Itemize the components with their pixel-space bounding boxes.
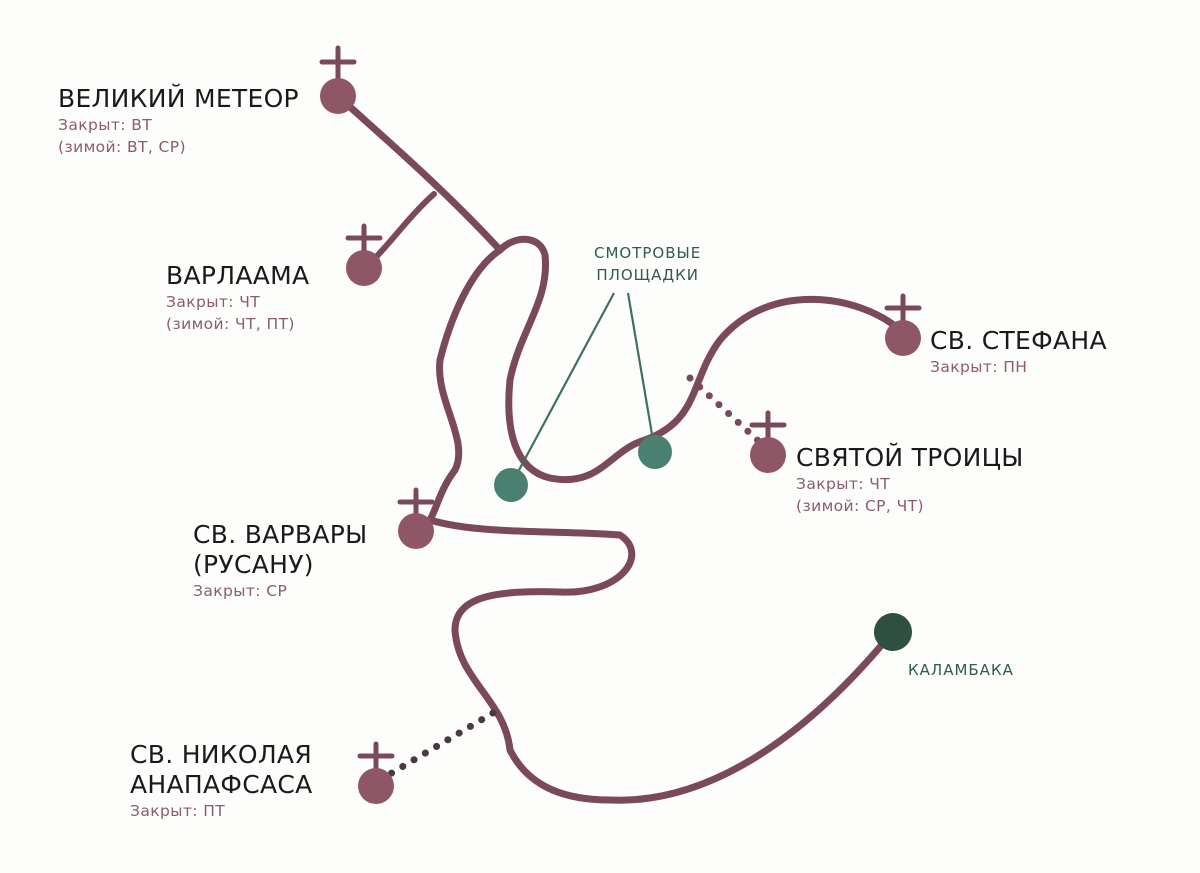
st-nicholas-label: СВ. НИКОЛАЯ АНАПАФСАСА Закрыт: ПТ: [130, 740, 313, 822]
viewpoint-pointer-1: [510, 292, 615, 486]
winter-closed-days: (зимой: ВТ, СР): [58, 138, 186, 156]
viewpoints-label-line-2: ПЛОЩАДКИ: [596, 266, 699, 284]
st-barbara-marker: [397, 487, 435, 549]
cross-icon: [357, 741, 395, 773]
closed-days: Закрыт: ПН: [930, 358, 1028, 376]
upper-road: [496, 235, 904, 484]
varlaam-branch: [365, 191, 437, 268]
monastery-name-alt: (РУСАНУ): [193, 550, 314, 579]
cross-icon: [884, 293, 922, 325]
great-meteoron-label: ВЕЛИКИЙ МЕТЕОР Закрыт: ВТ (зимой: ВТ, СР…: [58, 84, 299, 158]
kalambaka-label: КАЛАМБАКА: [908, 661, 1014, 679]
viewpoints-label: СМОТРОВЫЕ ПЛОЩАДКИ: [594, 242, 701, 286]
st-stephen-marker: [884, 293, 922, 356]
monastery-name: СВЯТОЙ ТРОИЦЫ: [796, 443, 1024, 472]
varlaam-marker: [345, 223, 383, 286]
monastery-name-cont: АНАПАФСАСА: [130, 770, 313, 799]
viewpoint-marker-1: [494, 468, 528, 502]
viewpoint-pointer-2: [626, 292, 657, 453]
monastery-name: ВЕЛИКИЙ МЕТЕОР: [58, 84, 299, 113]
cross-icon: [397, 487, 435, 519]
monastery-name: СВ. СТЕФАНА: [930, 326, 1107, 355]
monastery-name: СВ. ВАРВАРЫ: [193, 520, 368, 549]
holy-trinity-marker: [749, 410, 787, 473]
st-barbara-label: СВ. ВАРВАРЫ (РУСАНУ) Закрыт: СР: [193, 520, 368, 602]
st-nicholas-marker: [357, 741, 395, 804]
closed-days: Закрыт: СР: [193, 582, 288, 600]
viewpoints-label-line-1: СМОТРОВЫЕ: [594, 244, 702, 262]
kalambaka-marker: [874, 613, 912, 651]
path-to-holy-trinity: [686, 374, 769, 451]
cross-icon: [749, 410, 787, 443]
closed-days: Закрыт: ВТ: [58, 116, 153, 134]
closed-days: Закрыт: ЧТ: [166, 293, 261, 311]
winter-closed-days: (зимой: ЧТ, ПТ): [166, 315, 295, 333]
varlaam-label: ВАРЛААМА Закрыт: ЧТ (зимой: ЧТ, ПТ): [166, 261, 309, 335]
winter-closed-days: (зимой: СР, ЧТ): [796, 497, 924, 515]
monastery-name: ВАРЛААМА: [166, 261, 310, 290]
great-meteoron-marker: [319, 45, 357, 114]
path-to-st-nicholas: [381, 709, 497, 781]
cross-icon: [345, 223, 383, 255]
main-road: [334, 92, 894, 804]
closed-days: Закрыт: ЧТ: [796, 475, 891, 493]
monastery-name: СВ. НИКОЛАЯ: [130, 740, 312, 769]
cross-icon: [319, 45, 357, 81]
viewpoint-marker-2: [638, 435, 672, 469]
st-stephen-label: СВ. СТЕФАНА Закрыт: ПН: [930, 326, 1107, 378]
closed-days: Закрыт: ПТ: [130, 802, 226, 820]
holy-trinity-label: СВЯТОЙ ТРОИЦЫ Закрыт: ЧТ (зимой: СР, ЧТ): [796, 443, 1024, 517]
